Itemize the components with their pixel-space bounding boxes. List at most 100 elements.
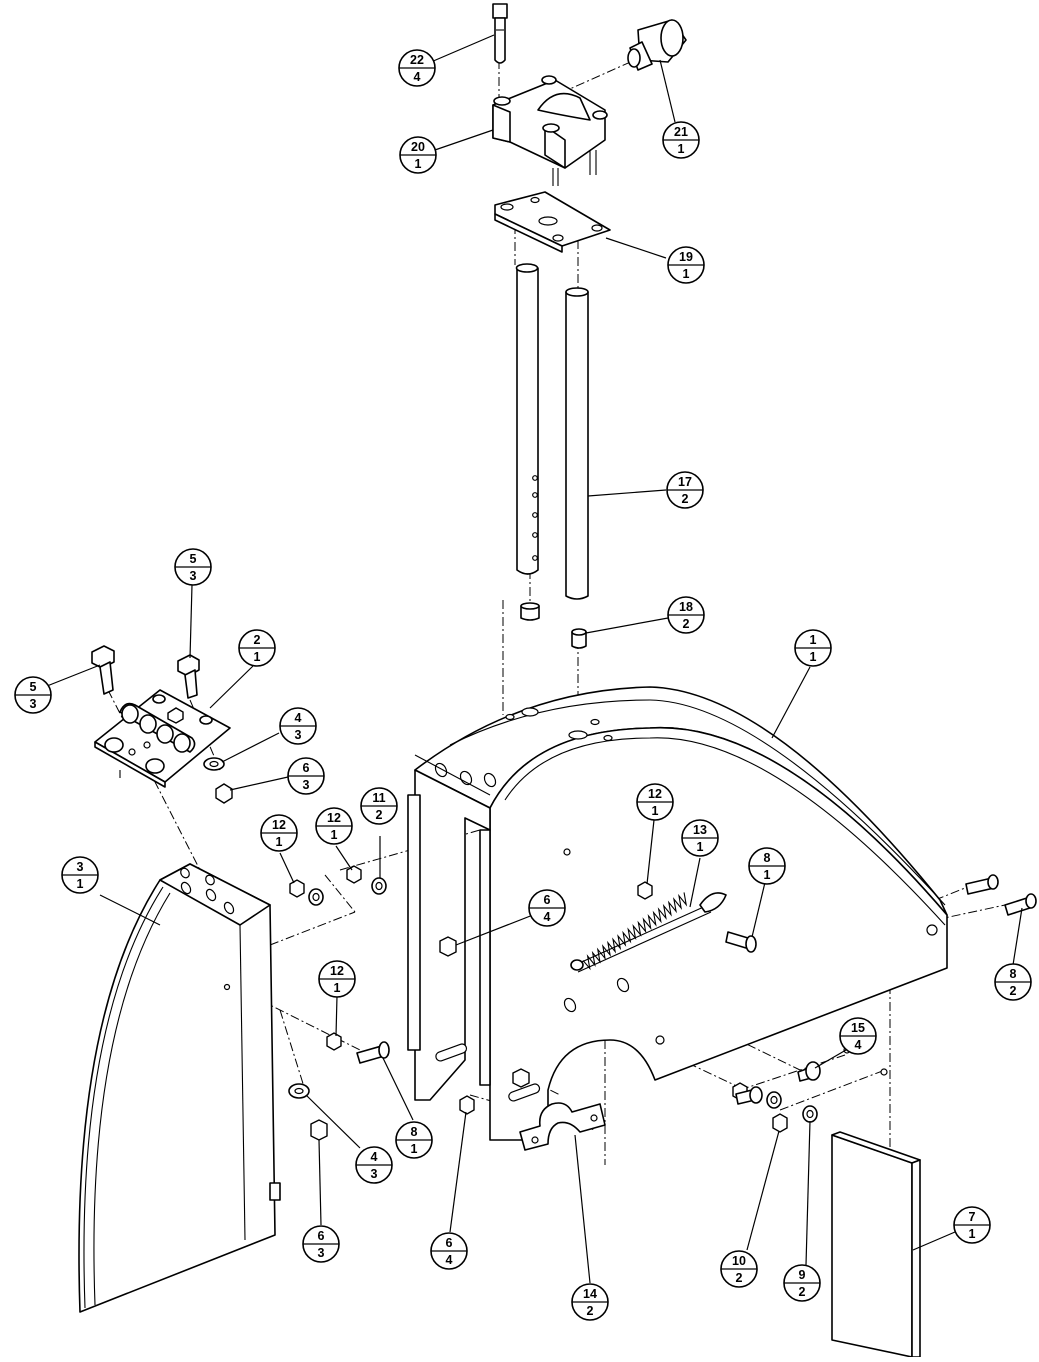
- quantity: 3: [30, 697, 37, 711]
- quantity: 4: [544, 910, 551, 924]
- callout-balloons: 2242112011911721821153532143631211211121…: [14, 49, 1032, 1321]
- tubes-17: [515, 263, 589, 600]
- item-number: 5: [190, 552, 197, 566]
- item-number: 20: [411, 140, 425, 154]
- callout-balloon: 11: [794, 629, 832, 667]
- quantity: 1: [697, 840, 704, 854]
- quantity: 1: [652, 804, 659, 818]
- item-number: 22: [410, 53, 424, 67]
- item-number: 12: [648, 787, 662, 801]
- quantity: 1: [969, 1227, 976, 1241]
- fitting-21: [627, 19, 687, 71]
- clamp-block-20: [492, 75, 608, 186]
- item-number: 6: [544, 893, 551, 907]
- callout-balloon: 82: [994, 963, 1032, 1001]
- callout-balloon: 121: [318, 960, 356, 998]
- callout-balloon: 64: [430, 1232, 468, 1270]
- quantity: 1: [254, 650, 261, 664]
- item-number: 21: [674, 125, 688, 139]
- quantity: 1: [276, 835, 283, 849]
- item-number: 2: [254, 633, 261, 647]
- quantity: 3: [318, 1246, 325, 1260]
- callout-balloon: 81: [748, 847, 786, 885]
- callout-balloon: 182: [667, 596, 705, 634]
- callout-balloon: 121: [260, 814, 298, 852]
- callout-balloon: 211: [662, 121, 700, 159]
- callout-balloon: 224: [398, 49, 436, 87]
- item-number: 1: [810, 633, 817, 647]
- quantity: 1: [678, 142, 685, 156]
- item-number: 6: [446, 1236, 453, 1250]
- quantity: 1: [683, 267, 690, 281]
- callout-balloon: 201: [399, 136, 437, 174]
- item-number: 5: [30, 680, 37, 694]
- quantity: 4: [855, 1038, 862, 1052]
- callout-balloon: 121: [636, 783, 674, 821]
- callout-balloon: 102: [720, 1250, 758, 1288]
- quantity: 2: [683, 617, 690, 631]
- bolts-screws: [356, 874, 1037, 1105]
- item-number: 8: [411, 1125, 418, 1139]
- callout-balloon: 121: [315, 807, 353, 845]
- spring-13: [570, 892, 727, 973]
- main-guard-1: [407, 686, 948, 1141]
- callout-balloon: 43: [355, 1146, 393, 1184]
- hinge-2: [94, 689, 231, 788]
- callout-balloon: 92: [783, 1264, 821, 1302]
- item-number: 10: [732, 1254, 746, 1268]
- item-number: 13: [693, 823, 707, 837]
- callout-balloon: 31: [61, 856, 99, 894]
- quantity: 3: [190, 569, 197, 583]
- quantity: 3: [303, 778, 310, 792]
- quantity: 1: [334, 981, 341, 995]
- bracket-14: [519, 1102, 606, 1151]
- quantity: 2: [682, 492, 689, 506]
- item-number: 8: [764, 851, 771, 865]
- callout-balloon: 172: [666, 471, 704, 509]
- leader-lines: [41, 34, 1023, 1284]
- callout-balloon: 63: [287, 757, 325, 795]
- caps-18: [520, 602, 587, 649]
- callout-balloon: 21: [238, 629, 276, 667]
- item-number: 4: [295, 711, 302, 725]
- item-number: 4: [371, 1150, 378, 1164]
- item-number: 12: [327, 811, 341, 825]
- item-number: 12: [330, 964, 344, 978]
- callout-balloon: 154: [839, 1017, 877, 1055]
- callout-balloon: 112: [360, 787, 398, 825]
- item-number: 3: [77, 860, 84, 874]
- callout-balloon: 131: [681, 819, 719, 857]
- quantity: 3: [295, 728, 302, 742]
- callout-balloon: 53: [174, 548, 212, 586]
- callout-balloon: 81: [395, 1121, 433, 1159]
- quantity: 1: [764, 868, 771, 882]
- quantity: 1: [810, 650, 817, 664]
- bolt-22: [492, 3, 508, 64]
- callout-balloon: 43: [279, 707, 317, 745]
- quantity: 4: [414, 70, 421, 84]
- plate-19: [494, 191, 611, 253]
- item-number: 19: [679, 250, 693, 264]
- item-number: 6: [303, 761, 310, 775]
- callout-balloon: 71: [953, 1206, 991, 1244]
- callout-balloon: 53: [14, 676, 52, 714]
- quantity: 1: [415, 157, 422, 171]
- item-number: 11: [372, 791, 385, 805]
- item-number: 12: [272, 818, 286, 832]
- quantity: 2: [736, 1271, 743, 1285]
- quantity: 2: [1010, 984, 1017, 998]
- plate-7: [831, 1046, 921, 1358]
- item-number: 9: [799, 1268, 806, 1282]
- bolts-5: [91, 645, 200, 699]
- quantity: 2: [799, 1285, 806, 1299]
- quantity: 2: [587, 1304, 594, 1318]
- callout-balloon: 63: [302, 1225, 340, 1263]
- callout-balloon: 142: [571, 1283, 609, 1321]
- item-number: 15: [851, 1021, 865, 1035]
- quantity: 1: [77, 877, 84, 891]
- quantity: 4: [446, 1253, 453, 1267]
- quantity: 2: [376, 808, 383, 822]
- callout-balloon: 64: [528, 889, 566, 927]
